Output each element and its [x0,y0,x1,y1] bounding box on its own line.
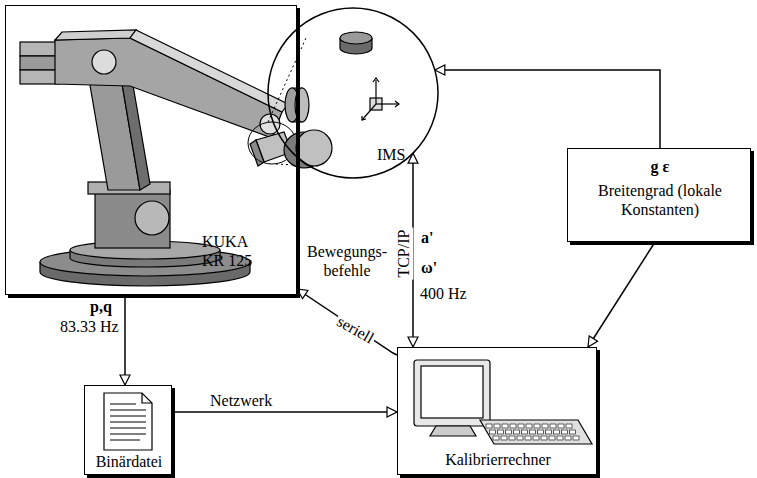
illustration-part [525,436,531,440]
connector-arrow [435,70,660,148]
illustration-part [493,436,499,440]
illustration-part [506,430,512,434]
illustration-part [517,436,523,440]
node-text: g ε [568,157,752,176]
signal-label: a' [421,228,433,247]
illustration-part [538,430,544,434]
illustration-part [340,32,372,44]
connector-arrow [124,295,126,385]
edge-label: seriell [332,311,379,349]
circle-outline [267,7,439,179]
illustration-part [20,42,60,56]
process-box: Binärdatei [84,385,172,475]
illustration-part [362,78,399,120]
illustration-part [533,436,539,440]
illustration-part [549,436,555,440]
process-box: g ε Breitengrad (lokale Konstanten) [567,148,751,242]
process-box: Kalibrierrechner [397,347,597,475]
illustration-part [142,393,152,403]
illustration-part [542,424,548,428]
illustration-part [546,430,552,434]
illustration-part [573,436,579,440]
illustration-part [501,436,507,440]
sensor-circle: IMS [267,7,439,179]
illustration-part [421,366,483,418]
illustration-part [498,430,504,434]
illustration-part [414,360,490,426]
illustration-part [110,404,146,440]
edge-label: p,q [90,297,112,316]
node-text: Binärdatei [85,452,173,471]
illustration-part [104,393,152,450]
circle-outline [268,8,438,178]
signal-label: Bewegungs- befehle [300,242,394,280]
edge-label: TCP/IP [394,228,413,280]
computer-icon [414,360,592,444]
illustration-part [20,56,60,70]
illustration-part [486,424,492,428]
illustration-part [509,436,515,440]
illustration-part [514,430,520,434]
document-icon [104,393,152,450]
signal-label: 400 Hz [420,284,467,303]
illustration-part [135,201,169,235]
illustration-part [518,424,524,428]
signal-label: ω' [421,258,437,277]
illustration-part [566,424,572,428]
connector-arrow [172,411,397,413]
illustration-part [534,424,540,428]
node-text: IMS [377,145,417,164]
illustration-part [130,30,288,112]
illustration-part [562,430,568,434]
keyboard-keys [486,424,579,440]
connector-arrow [588,242,655,347]
illustration-part [95,190,170,248]
illustration-part [55,30,136,40]
illustration-part [362,104,376,120]
illustration-part [550,424,556,428]
illustration-part [510,424,516,428]
illustration-part [92,50,116,74]
illustration-part [295,88,309,122]
process-box: KUKA KR 125 [5,5,297,295]
illustration-part [494,424,500,428]
illustration-part [530,430,536,434]
illustration-part [558,424,564,428]
node-text: KUKA KR 125 [202,232,272,270]
connector-arrow [297,289,397,355]
node-text: Breitengrad (lokale Konstanten) [594,181,726,219]
illustration-part [526,424,532,428]
illustration-part [570,430,576,434]
illustration-part [20,70,60,84]
illustration-part [565,436,571,440]
illustration-part [430,426,476,436]
edge-label: Netzwerk [210,391,272,410]
illustration-part [522,430,528,434]
illustration-part [541,436,547,440]
illustration-part [502,424,508,428]
illustration-part [557,436,563,440]
illustration-part [490,430,496,434]
illustration-part [554,430,560,434]
robot-illustration [20,30,296,286]
node-text: Kalibrierrechner [398,450,598,469]
illustration-part [376,103,398,104]
illustration-part [480,420,592,444]
signal-label: 83.33 Hz [60,317,119,336]
illustration-part [375,80,376,104]
